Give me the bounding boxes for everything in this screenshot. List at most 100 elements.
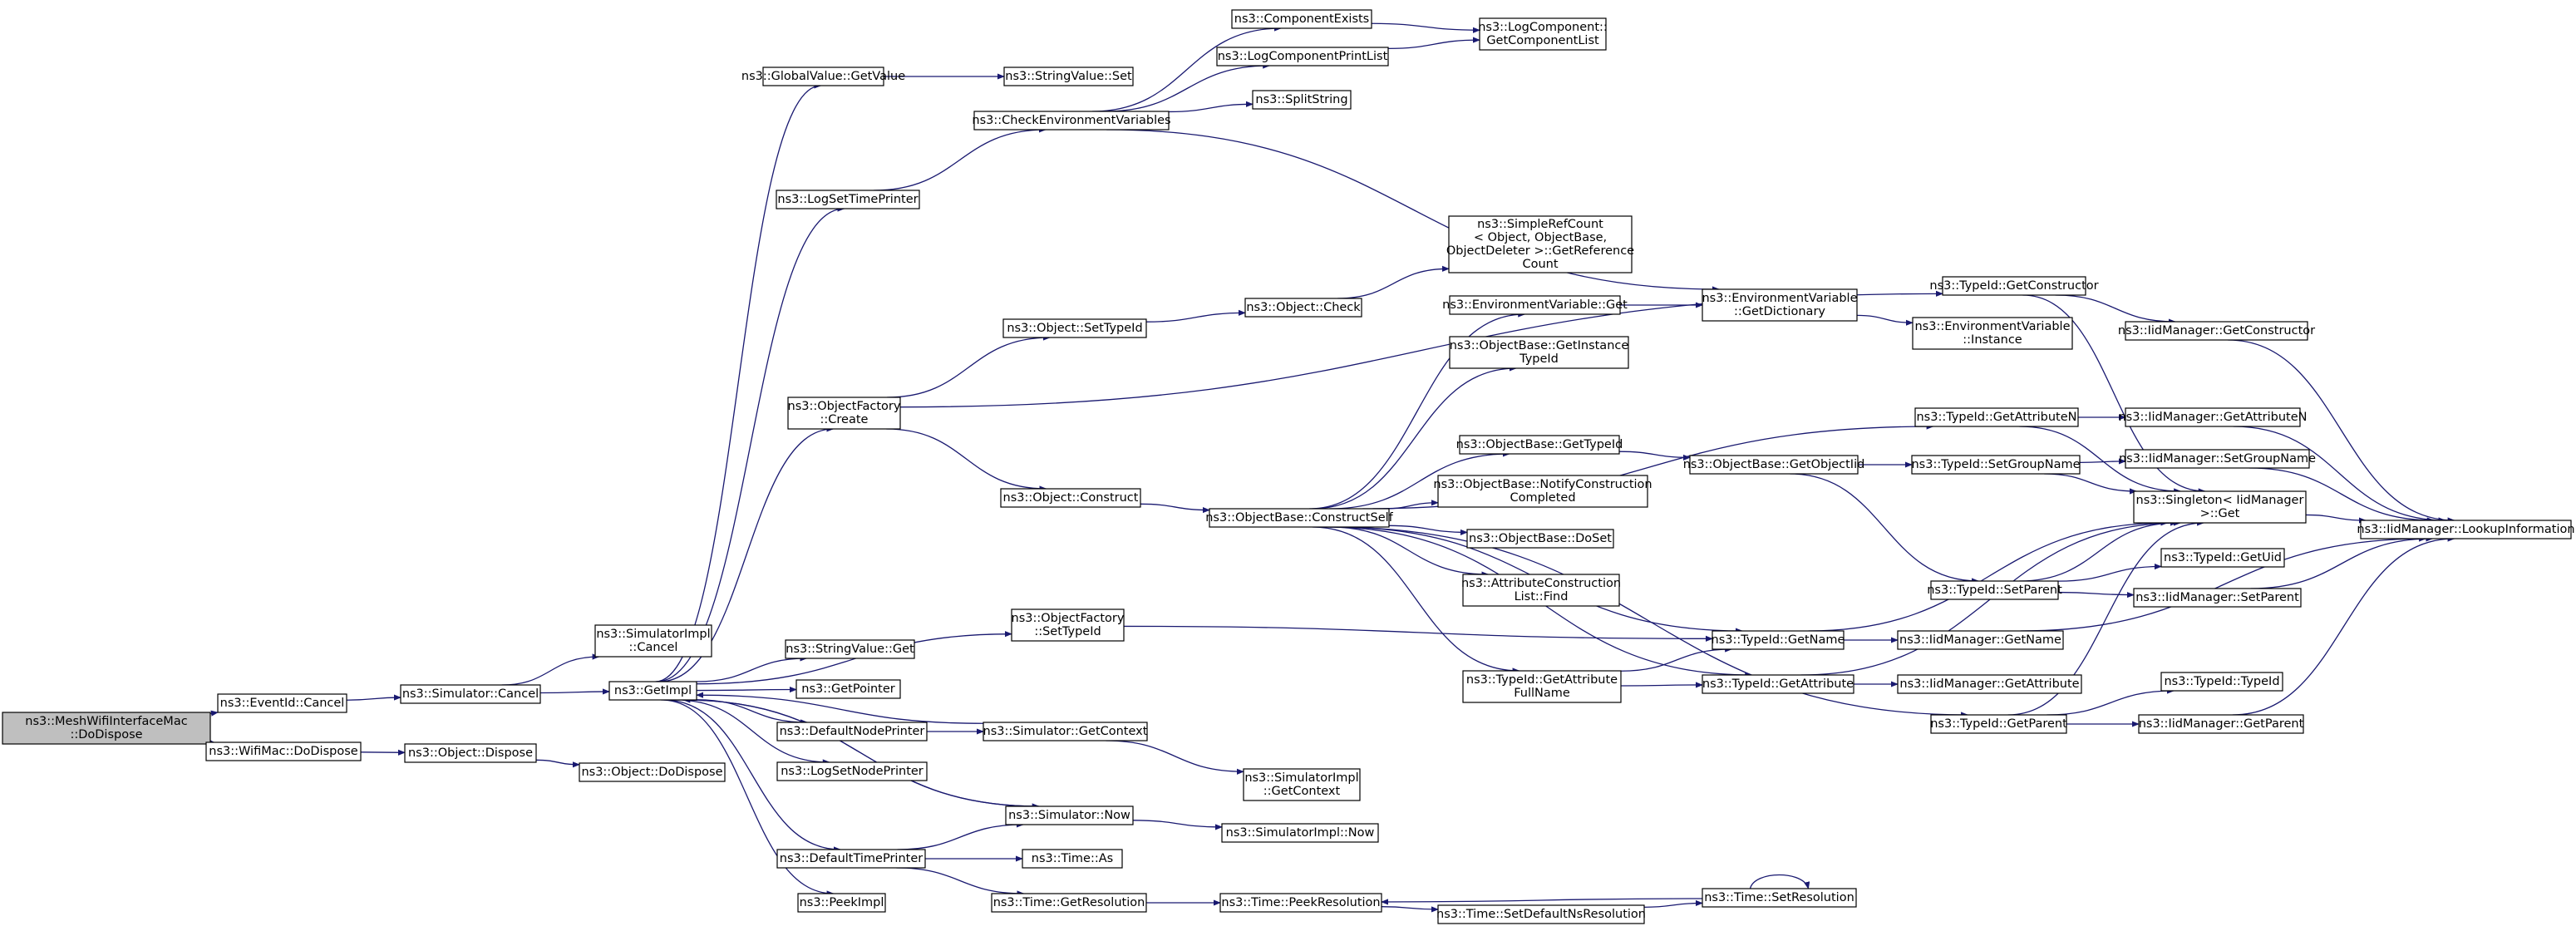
function-node-typeid_getname[interactable]: ns3::TypeId::GetName xyxy=(1712,631,1845,649)
function-node-splitstring[interactable]: ns3::SplitString xyxy=(1253,91,1351,109)
function-node-iid_lookup[interactable]: ns3::IidManager::LookupInformation xyxy=(2357,520,2574,539)
function-node-ob_notifyconstruct[interactable]: ns3::ObjectBase::NotifyConstructionCompl… xyxy=(1433,475,1652,507)
function-node-iid_getattributen[interactable]: ns3::IidManager::GetAttributeN xyxy=(2118,408,2307,426)
node-label: FullName xyxy=(1514,687,1570,700)
function-node-mesh_dodispose[interactable]: ns3::MeshWifiInterfaceMac::DoDispose xyxy=(2,712,210,744)
call-edge-singleton_get-to-iid_lookup xyxy=(2306,515,2366,520)
function-node-peekimpl[interactable]: ns3::PeekImpl xyxy=(798,894,885,912)
node-label: ns3::ObjectBase::GetObjectIid xyxy=(1683,458,1865,471)
function-node-getpointer[interactable]: ns3::GetPointer xyxy=(796,680,900,698)
node-label: ns3::ObjectBase::DoSet xyxy=(1469,532,1612,545)
node-label: ns3::Time::GetResolution xyxy=(993,896,1145,909)
node-label: ns3::TypeId::GetAttribute xyxy=(1702,677,1854,691)
node-label: ns3::IidManager::SetParent xyxy=(2135,591,2299,604)
node-label: ns3::TypeId::GetConstructor xyxy=(1929,279,2098,293)
call-edge-sim_getcontext-to-getimpl xyxy=(697,695,983,723)
function-node-obj_check[interactable]: ns3::Object::Check xyxy=(1245,298,1362,317)
node-label: ns3::LogComponent:: xyxy=(1478,21,1608,34)
function-node-simimpl_now[interactable]: ns3::SimulatorImpl::Now xyxy=(1222,824,1378,842)
function-node-wifimac_dodispose[interactable]: ns3::WifiMac::DoDispose xyxy=(206,742,361,761)
node-label: ::GetContext xyxy=(1263,785,1341,798)
node-label: TypeId xyxy=(1519,352,1559,366)
function-node-ob_doset[interactable]: ns3::ObjectBase::DoSet xyxy=(1467,530,1613,548)
function-node-simplerefcount[interactable]: ns3::SimpleRefCount< Object, ObjectBase,… xyxy=(1446,216,1634,273)
function-node-typeid_getattributen[interactable]: ns3::TypeId::GetAttributeN xyxy=(1915,408,2078,426)
function-node-time_peekresolution[interactable]: ns3::Time::PeekResolution xyxy=(1220,894,1382,912)
call-edge-sim_cancel-to-simimpl_cancel xyxy=(502,657,599,685)
function-node-typeid_getattribute[interactable]: ns3::TypeId::GetAttribute xyxy=(1702,675,1854,693)
function-node-envvar_get[interactable]: ns3::EnvironmentVariable::Get xyxy=(1442,296,1628,314)
function-node-sim_cancel[interactable]: ns3::Simulator::Cancel xyxy=(401,685,540,703)
function-node-defaulttimeprinter[interactable]: ns3::DefaultTimePrinter xyxy=(777,850,925,868)
function-node-objfactory_create[interactable]: ns3::ObjectFactory::Create xyxy=(788,397,901,429)
function-node-iid_getparent[interactable]: ns3::IidManager::GetParent xyxy=(2139,715,2304,733)
function-node-getimpl[interactable]: ns3::GetImpl xyxy=(609,682,697,700)
function-node-defaultnodeprinter[interactable]: ns3::DefaultNodePrinter xyxy=(777,722,927,741)
function-node-ob_getobjectiid[interactable]: ns3::ObjectBase::GetObjectIid xyxy=(1683,456,1865,474)
node-label: ns3::DefaultNodePrinter xyxy=(780,725,925,738)
function-node-obj_dodispose[interactable]: ns3::Object::DoDispose xyxy=(579,763,725,781)
function-node-typeid_setgroupname[interactable]: ns3::TypeId::SetGroupName xyxy=(1911,456,2080,474)
node-label: ::SetTypeId xyxy=(1034,625,1101,638)
node-label: ns3::ObjectBase::NotifyConstruction xyxy=(1433,478,1652,491)
function-node-typeid_getparent[interactable]: ns3::TypeId::GetParent xyxy=(1930,715,2067,733)
function-node-typeid_typeid[interactable]: ns3::TypeId::TypeId xyxy=(2161,672,2283,691)
call-edge-sim_now-to-getimpl xyxy=(683,700,1039,806)
function-node-ob_gettypeid[interactable]: ns3::ObjectBase::GetTypeId xyxy=(1456,436,1623,454)
call-edge-checkenv-to-splitstring xyxy=(1169,104,1253,111)
function-node-ob_constructself[interactable]: ns3::ObjectBase::ConstructSelf xyxy=(1205,509,1393,527)
function-node-obj_settypeid[interactable]: ns3::Object::SetTypeId xyxy=(1003,319,1146,337)
node-label: ns3::TypeId::SetGroupName xyxy=(1911,458,2080,471)
node-label: ::DoDispose xyxy=(70,728,142,741)
function-node-envvar_getdict[interactable]: ns3::EnvironmentVariable::GetDictionary xyxy=(1702,289,1857,321)
function-node-obj_dispose[interactable]: ns3::Object::Dispose xyxy=(405,744,536,762)
function-node-iid_getname[interactable]: ns3::IidManager::GetName xyxy=(1898,631,2063,649)
function-node-sv_get[interactable]: ns3::StringValue::Get xyxy=(786,640,914,658)
node-label: GetComponentList xyxy=(1486,34,1599,47)
function-node-checkenv[interactable]: ns3::CheckEnvironmentVariables xyxy=(972,111,1170,130)
function-node-time_as[interactable]: ns3::Time::As xyxy=(1022,850,1122,868)
function-node-iid_setgroupname[interactable]: ns3::IidManager::SetGroupName xyxy=(2119,450,2316,468)
node-label: ns3::LogSetTimePrinter xyxy=(777,193,918,206)
function-node-logcompprint[interactable]: ns3::LogComponentPrintList xyxy=(1217,47,1388,66)
function-node-typeid_getconstructor[interactable]: ns3::TypeId::GetConstructor xyxy=(1929,277,2098,295)
node-label: ns3::WifiMac::DoDispose xyxy=(209,745,357,758)
call-edge-typeid_setparent-to-iid_setparent xyxy=(2058,593,2134,595)
function-node-time_getresolution[interactable]: ns3::Time::GetResolution xyxy=(992,894,1146,912)
node-label: ns3::ObjectBase::ConstructSelf xyxy=(1205,511,1393,525)
node-label: ns3::SimulatorImpl xyxy=(596,628,710,641)
function-node-simimpl_getcontext[interactable]: ns3::SimulatorImpl::GetContext xyxy=(1244,769,1360,801)
node-label: ns3::LogComponentPrintList xyxy=(1218,50,1388,63)
call-edge-typeid_getconstructor-to-iid_getconstructor xyxy=(2056,295,2175,322)
nodes-layer: ns3::MeshWifiInterfaceMac::DoDisposens3:… xyxy=(2,10,2575,924)
function-node-time_setdefaultns[interactable]: ns3::Time::SetDefaultNsResolution xyxy=(1436,905,1646,924)
function-node-sv_set[interactable]: ns3::StringValue::Set xyxy=(1004,67,1133,86)
function-node-objfactory_settypeid[interactable]: ns3::ObjectFactory::SetTypeId xyxy=(1012,609,1125,641)
function-node-compexists[interactable]: ns3::ComponentExists xyxy=(1232,10,1372,28)
function-node-typeid_setparent[interactable]: ns3::TypeId::SetParent xyxy=(1927,581,2062,599)
function-node-envvar_instance[interactable]: ns3::EnvironmentVariable::Instance xyxy=(1913,318,2072,349)
function-node-iid_setparent[interactable]: ns3::IidManager::SetParent xyxy=(2134,589,2301,607)
function-node-logsetnodeprinter[interactable]: ns3::LogSetNodePrinter xyxy=(777,762,927,781)
node-label: ns3::EnvironmentVariable::Get xyxy=(1442,298,1628,312)
node-label: ns3::TypeId::GetAttributeN xyxy=(1916,411,2076,424)
function-node-obj_construct[interactable]: ns3::Object::Construct xyxy=(1001,489,1140,507)
function-node-sim_getcontext[interactable]: ns3::Simulator::GetContext xyxy=(983,722,1148,741)
function-node-sim_now[interactable]: ns3::Simulator::Now xyxy=(1006,806,1133,825)
function-node-iid_getattribute[interactable]: ns3::IidManager::GetAttribute xyxy=(1898,675,2081,693)
function-node-typeid_getuid[interactable]: ns3::TypeId::GetUid xyxy=(2161,549,2284,567)
function-node-iid_getconstructor[interactable]: ns3::IidManager::GetConstructor xyxy=(2118,322,2315,340)
node-label: ns3::SimpleRefCount xyxy=(1477,218,1603,231)
function-node-time_setresolution[interactable]: ns3::Time::SetResolution xyxy=(1702,889,1856,907)
node-label: ns3::IidManager::GetConstructor xyxy=(2118,324,2315,337)
function-node-eventid_cancel[interactable]: ns3::EventId::Cancel xyxy=(218,694,347,712)
function-node-singleton_get[interactable]: ns3::Singleton< IidManager >::Get xyxy=(2134,491,2306,523)
function-node-logsettimeprinter[interactable]: ns3::LogSetTimePrinter xyxy=(776,190,919,209)
function-node-gv_getvalue[interactable]: ns3::GlobalValue::GetValue xyxy=(741,67,905,86)
function-node-logcomp_getlist[interactable]: ns3::LogComponent::GetComponentList xyxy=(1478,18,1608,50)
function-node-simimpl_cancel[interactable]: ns3::SimulatorImpl::Cancel xyxy=(595,625,712,657)
node-label: ns3::IidManager::GetAttribute xyxy=(1899,677,2079,691)
